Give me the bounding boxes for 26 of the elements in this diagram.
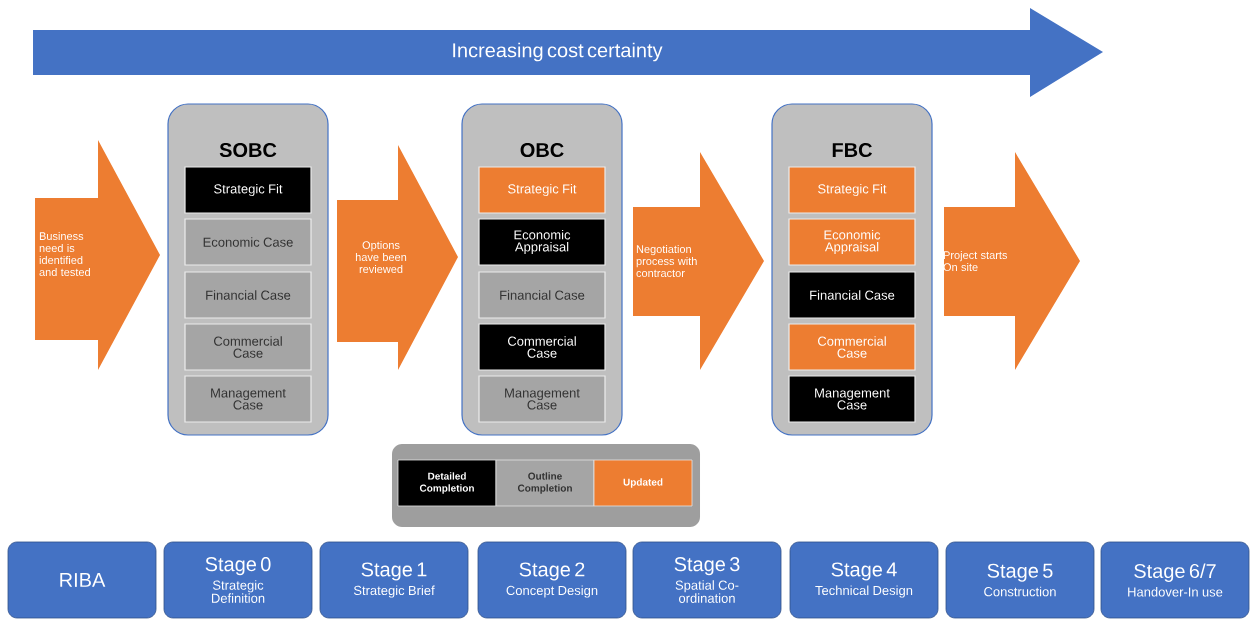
case-box: Economic Appraisal <box>788 218 916 266</box>
case-box: Strategic Fit <box>184 166 312 214</box>
case-box: Financial Case <box>184 271 312 319</box>
legend-item: Detailed Completion <box>397 459 497 507</box>
stage-box: RIBA <box>7 541 157 619</box>
stage-box: Stage 4 Technical Design <box>789 541 939 619</box>
stage-box: Stage 2 Concept Design <box>477 541 627 619</box>
stage-box: Stage 5 Construction <box>945 541 1095 619</box>
case-box: Management Case <box>478 375 606 423</box>
case-box: Strategic Fit <box>788 166 916 214</box>
case-box: Financial Case <box>788 271 916 319</box>
case-box: Commercial Case <box>478 323 606 371</box>
stage-box: Stage 1 Strategic Brief <box>319 541 469 619</box>
legend-item: Outline Completion <box>495 459 595 507</box>
case-box: Management Case <box>184 375 312 423</box>
case-box: Economic Appraisal <box>478 218 606 266</box>
stage-box: Stage 6/7 Handover-In use <box>1100 541 1250 619</box>
case-box: Commercial Case <box>184 323 312 371</box>
legend-item: Updated <box>593 459 693 507</box>
case-box: Economic Case <box>184 218 312 266</box>
stage-box: Stage 3 Spatial Co-ordination <box>632 541 782 619</box>
case-box: Financial Case <box>478 271 606 319</box>
case-box: Management Case <box>788 375 916 423</box>
case-box: Commercial Case <box>788 323 916 371</box>
stage-box: Stage 0 Strategic Definition <box>163 541 313 619</box>
case-box: Strategic Fit <box>478 166 606 214</box>
